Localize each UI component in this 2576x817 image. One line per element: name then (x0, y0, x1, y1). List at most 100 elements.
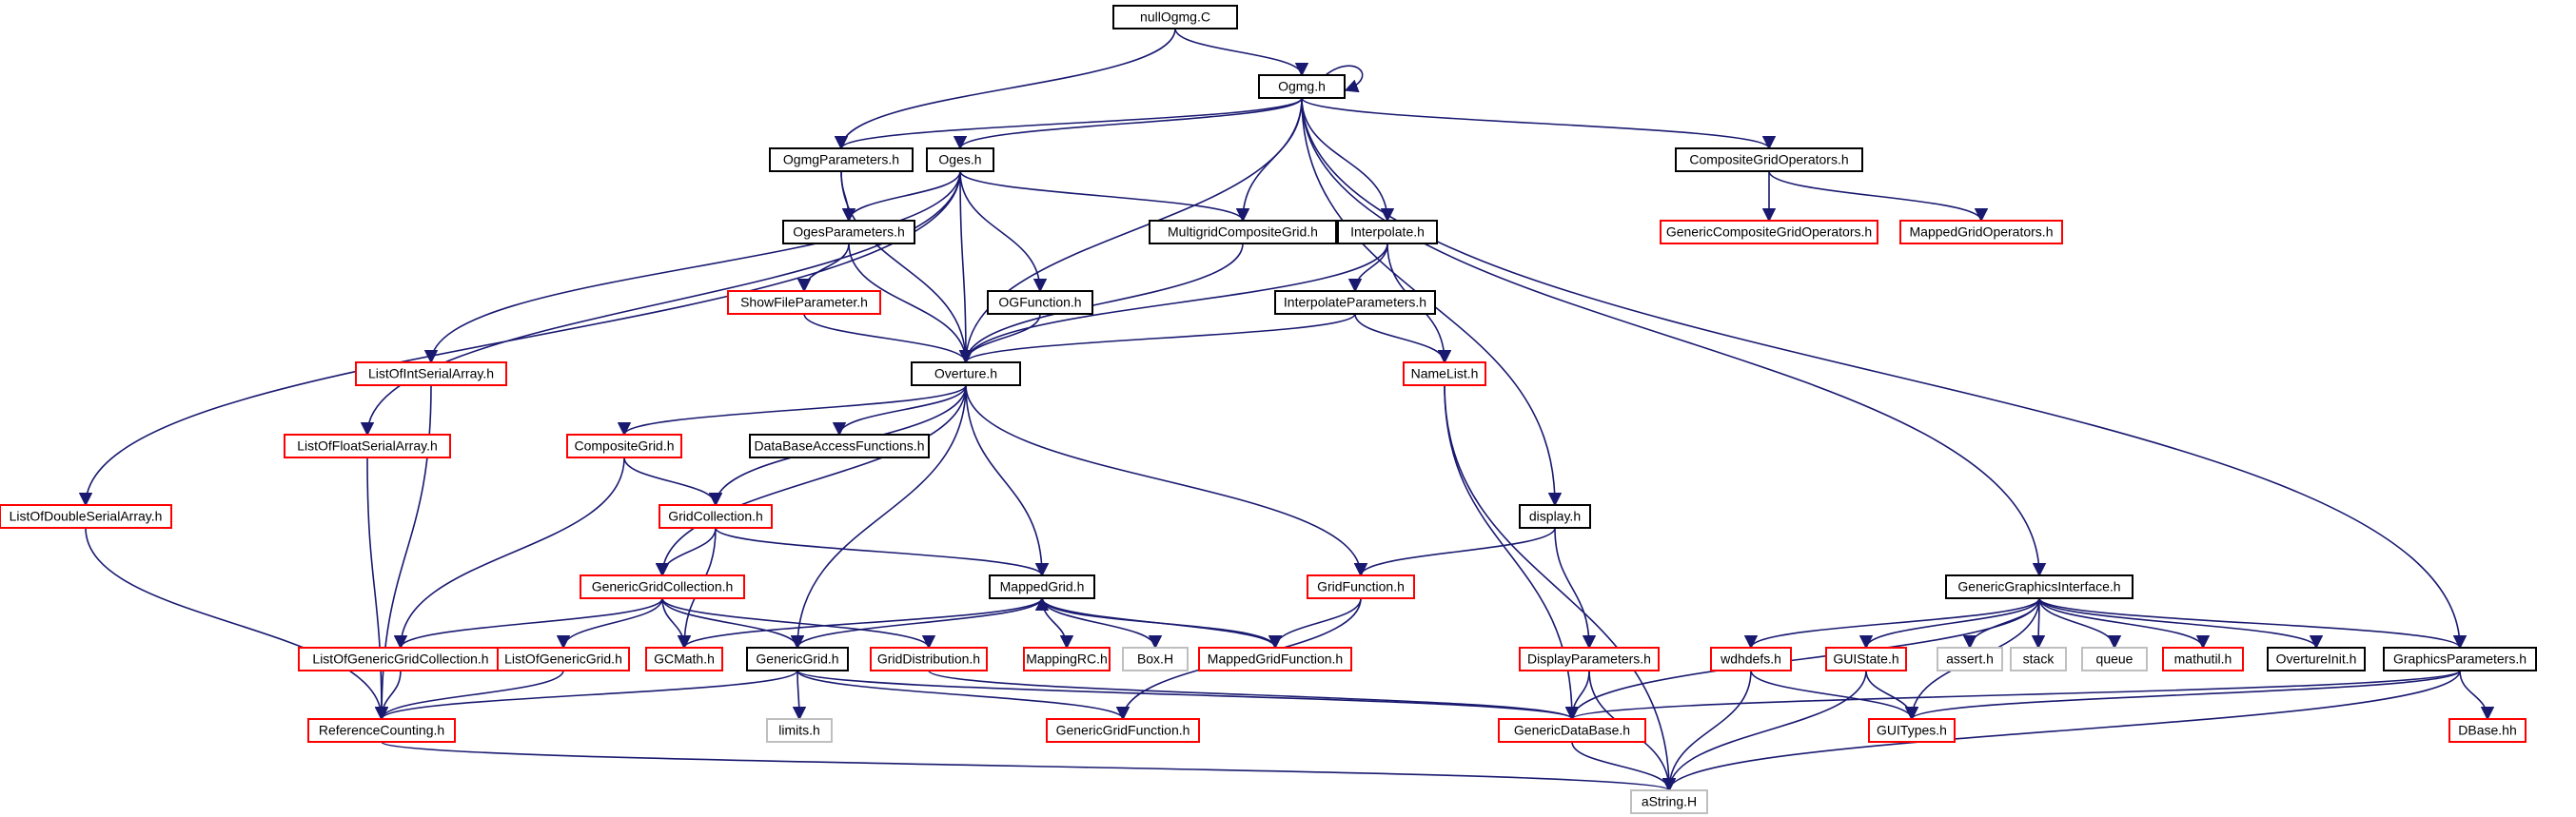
graph-node-Overture[interactable]: Overture.h (911, 361, 1021, 386)
include-edge-CompositeGrid-to-GridCollection (623, 457, 723, 507)
graph-node-GenericGridFunction[interactable]: GenericGridFunction.h (1046, 718, 1200, 743)
node-box (1519, 647, 1660, 671)
node-label: OvertureInit.h (2276, 652, 2357, 667)
include-edge-GenericGraphicsInterface-to-assert (1962, 597, 2040, 650)
node-label: DBase.hh (2458, 723, 2516, 738)
graph-node-GenericGridCollection[interactable]: GenericGridCollection.h (580, 574, 745, 599)
graph-node-OvertureInit[interactable]: OvertureInit.h (2267, 647, 2366, 671)
graph-node-GenericDataBase[interactable]: GenericDataBase.h (1498, 718, 1646, 743)
graph-node-queue: queue (2081, 647, 2148, 671)
node-label: DataBaseAccessFunctions.h (755, 438, 925, 454)
graph-node-GraphicsParameters[interactable]: GraphicsParameters.h (2383, 647, 2537, 671)
graph-node-ShowFileParameter[interactable]: ShowFileParameter.h (727, 290, 881, 315)
node-label: wdhdefs.h (1720, 652, 1781, 667)
graph-node-Ogmg[interactable]: Ogmg.h (1258, 74, 1346, 99)
graph-node-DBase[interactable]: DBase.hh (2448, 718, 2527, 743)
include-edge-OgesParameters-to-ShowFileParameter (796, 243, 850, 293)
graph-node-OgmgParameters[interactable]: OgmgParameters.h (769, 147, 914, 172)
node-label: InterpolateParameters.h (1284, 295, 1426, 310)
include-edge-ListOfDoubleSerialArray-to-ReferenceCounting (85, 527, 389, 721)
include-edge-Overture-to-DataBaseAccessFunctions (832, 384, 967, 437)
node-label: Oges.h (938, 152, 981, 167)
graph-node-DisplayParameters[interactable]: DisplayParameters.h (1519, 647, 1660, 671)
node-box (1112, 5, 1238, 29)
graph-node-BoxH: Box.H (1122, 647, 1189, 671)
node-label: MappedGridFunction.h (1208, 652, 1343, 667)
node-box (580, 574, 745, 599)
node-box (2162, 647, 2244, 671)
node-box (766, 718, 833, 743)
include-edge-GenericGridCollection-to-ListOfGenericGridCollection (393, 597, 663, 650)
graph-node-MappedGridOperators[interactable]: MappedGridOperators.h (1899, 220, 2063, 244)
graph-node-GUIState[interactable]: GUIState.h (1825, 647, 1907, 671)
node-box (355, 361, 507, 386)
include-edge-CompositeGridOperators-to-MappedGridOperators (1768, 170, 1989, 223)
include-edge-Ogmg-to-GenericGraphicsInterface (1301, 97, 2047, 577)
node-label: GenericCompositeGridOperators.h (1666, 224, 1872, 240)
graph-node-mathutil[interactable]: mathutil.h (2162, 647, 2244, 671)
graph-node-GUITypes[interactable]: GUITypes.h (1868, 718, 1956, 743)
graph-node-GridFunction[interactable]: GridFunction.h (1307, 574, 1415, 599)
graph-node-ListOfDoubleSerialArray[interactable]: ListOfDoubleSerialArray.h (0, 504, 172, 529)
graph-node-display[interactable]: display.h (1519, 504, 1591, 529)
graph-node-GridCollection[interactable]: GridCollection.h (659, 504, 773, 529)
graph-node-ListOfFloatSerialArray[interactable]: ListOfFloatSerialArray.h (284, 434, 451, 458)
node-label: nullOgmg.C (1140, 10, 1210, 25)
graph-node-GenericCompositeGridOperators[interactable]: GenericCompositeGridOperators.h (1660, 220, 1878, 244)
graph-node-MappedGridFunction[interactable]: MappedGridFunction.h (1198, 647, 1352, 671)
graph-node-GCMath[interactable]: GCMath.h (645, 647, 723, 671)
node-box (1198, 647, 1352, 671)
node-box (307, 718, 456, 743)
include-edge-GenericGrid-to-ReferenceCounting (375, 670, 798, 721)
graph-node-wdhdefs[interactable]: wdhdefs.h (1710, 647, 1792, 671)
graph-node-ReferenceCounting[interactable]: ReferenceCounting.h (307, 718, 456, 743)
graph-node-InterpolateParameters[interactable]: InterpolateParameters.h (1274, 290, 1436, 315)
graph-node-OGFunction[interactable]: OGFunction.h (987, 290, 1093, 315)
graph-node-GenericGraphicsInterface[interactable]: GenericGraphicsInterface.h (1945, 574, 2134, 599)
node-box (1519, 504, 1591, 529)
graph-node-OgesParameters[interactable]: OgesParameters.h (782, 220, 915, 244)
graph-node-DataBaseAccessFunctions[interactable]: DataBaseAccessFunctions.h (749, 434, 930, 458)
graph-node-NameList[interactable]: NameList.h (1403, 361, 1486, 386)
graph-node-CompositeGrid[interactable]: CompositeGrid.h (566, 434, 682, 458)
include-edge-MappedGridFunction-to-MappedGrid (1034, 596, 1276, 649)
include-edge-GenericGraphicsInterface-to-queue (2038, 597, 2122, 650)
include-edge-Ogmg-to-Interpolate (1301, 97, 1395, 223)
include-edge-Ogmg-to-Overture (958, 97, 1303, 364)
include-edge-OgmgParameters-to-Overture (840, 170, 973, 364)
include-edge-GenericGraphicsInterface-to-OvertureInit (2038, 597, 2324, 650)
include-edge-MultigridCompositeGrid-to-Overture (958, 243, 1244, 364)
graph-node-CompositeGridOperators[interactable]: CompositeGridOperators.h (1675, 147, 1863, 172)
graph-node-GenericGrid[interactable]: GenericGrid.h (746, 647, 849, 671)
graph-node-ListOfIntSerialArray[interactable]: ListOfIntSerialArray.h (355, 361, 507, 386)
graph-node-nullOgmg[interactable]: nullOgmg.C (1112, 5, 1238, 29)
node-box (911, 361, 1021, 386)
graph-node-stack: stack (2010, 647, 2067, 671)
graph-node-MultigridCompositeGrid[interactable]: MultigridCompositeGrid.h (1149, 220, 1337, 244)
node-label: NameList.h (1411, 366, 1479, 381)
graph-node-ListOfGenericGridCollection[interactable]: ListOfGenericGridCollection.h (298, 647, 503, 671)
node-box (659, 504, 773, 529)
include-edge-InterpolateParameters-to-Overture (959, 313, 1356, 364)
graph-node-Interpolate[interactable]: Interpolate.h (1337, 220, 1438, 244)
graph-node-MappedGrid[interactable]: MappedGrid.h (989, 574, 1095, 599)
graph-node-ListOfGenericGrid[interactable]: ListOfGenericGrid.h (497, 647, 630, 671)
include-edge-Overture-to-GenericGrid (790, 384, 967, 650)
node-label: Overture.h (934, 366, 997, 381)
node-label: GenericDataBase.h (1514, 723, 1630, 738)
node-box (727, 290, 881, 315)
include-edge-ListOfGenericGrid-to-ReferenceCounting (374, 670, 564, 721)
node-label: GridDistribution.h (877, 652, 980, 667)
node-box (1046, 718, 1200, 743)
include-edge-ListOfFloatSerialArray-to-ReferenceCounting (366, 457, 389, 721)
graph-node-MappingRC[interactable]: MappingRC.h (1023, 647, 1111, 671)
include-edge-Overture-to-GridFunction (965, 384, 1368, 577)
graph-node-Oges[interactable]: Oges.h (926, 147, 994, 172)
node-label: Box.H (1137, 652, 1173, 667)
node-box (1122, 647, 1189, 671)
node-label: GenericGraphicsInterface.h (1957, 579, 2120, 594)
graph-node-GridDistribution[interactable]: GridDistribution.h (870, 647, 988, 671)
node-label: mathutil.h (2174, 652, 2232, 667)
include-edge-GenericGraphicsInterface-to-GUIState (1858, 597, 2040, 650)
